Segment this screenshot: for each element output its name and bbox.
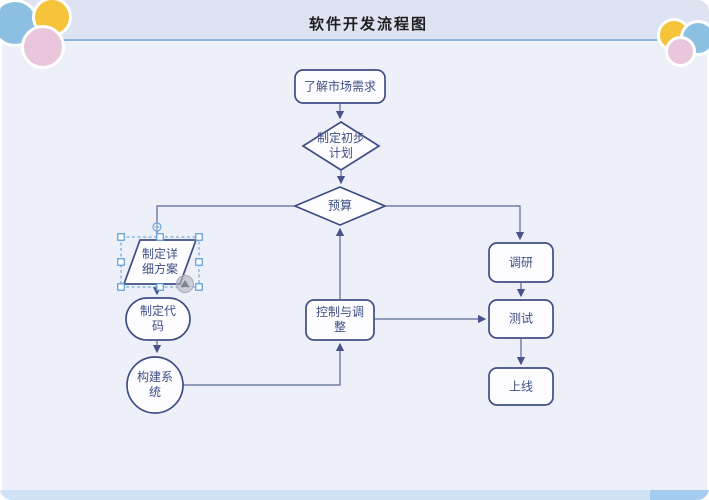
node-launch[interactable] <box>488 367 554 406</box>
node-control[interactable] <box>305 299 375 341</box>
connector-build-to-control[interactable] <box>183 342 345 386</box>
selection-handle-mid-left[interactable] <box>117 258 125 266</box>
decoration-circle-pink-right <box>665 36 696 67</box>
decoration-circle-pink-left <box>21 25 65 69</box>
selection-handle-top-center[interactable] <box>156 233 164 241</box>
triangle-up-icon <box>180 280 190 287</box>
selection-handle-top-right[interactable] <box>195 233 203 241</box>
node-market[interactable] <box>294 69 386 104</box>
connector-budget-to-research[interactable] <box>385 205 525 241</box>
node-code[interactable] <box>125 297 191 341</box>
page-title: 软件开发流程图 <box>308 16 428 33</box>
node-plan[interactable] <box>301 120 381 172</box>
selection-handle-top-left[interactable] <box>117 233 125 241</box>
selection-handle-bottom-left[interactable] <box>117 283 125 291</box>
horizontal-scrollbar-thumb[interactable] <box>650 490 709 500</box>
node-test[interactable] <box>488 299 554 339</box>
node-build[interactable] <box>126 356 184 414</box>
node-badge-button[interactable] <box>176 275 194 293</box>
connection-point-cross-icon <box>154 224 160 230</box>
selection-handle-mid-right[interactable] <box>195 258 203 266</box>
node-research[interactable] <box>488 242 554 283</box>
selection-handle-bottom-right[interactable] <box>195 283 203 291</box>
node-budget[interactable] <box>292 186 388 226</box>
header-divider-line <box>48 39 657 41</box>
header-band <box>0 0 709 41</box>
connector-budget-to-detail[interactable] <box>156 205 295 236</box>
selection-handle-bottom-center[interactable] <box>156 283 164 291</box>
horizontal-scrollbar-track[interactable] <box>0 490 709 500</box>
